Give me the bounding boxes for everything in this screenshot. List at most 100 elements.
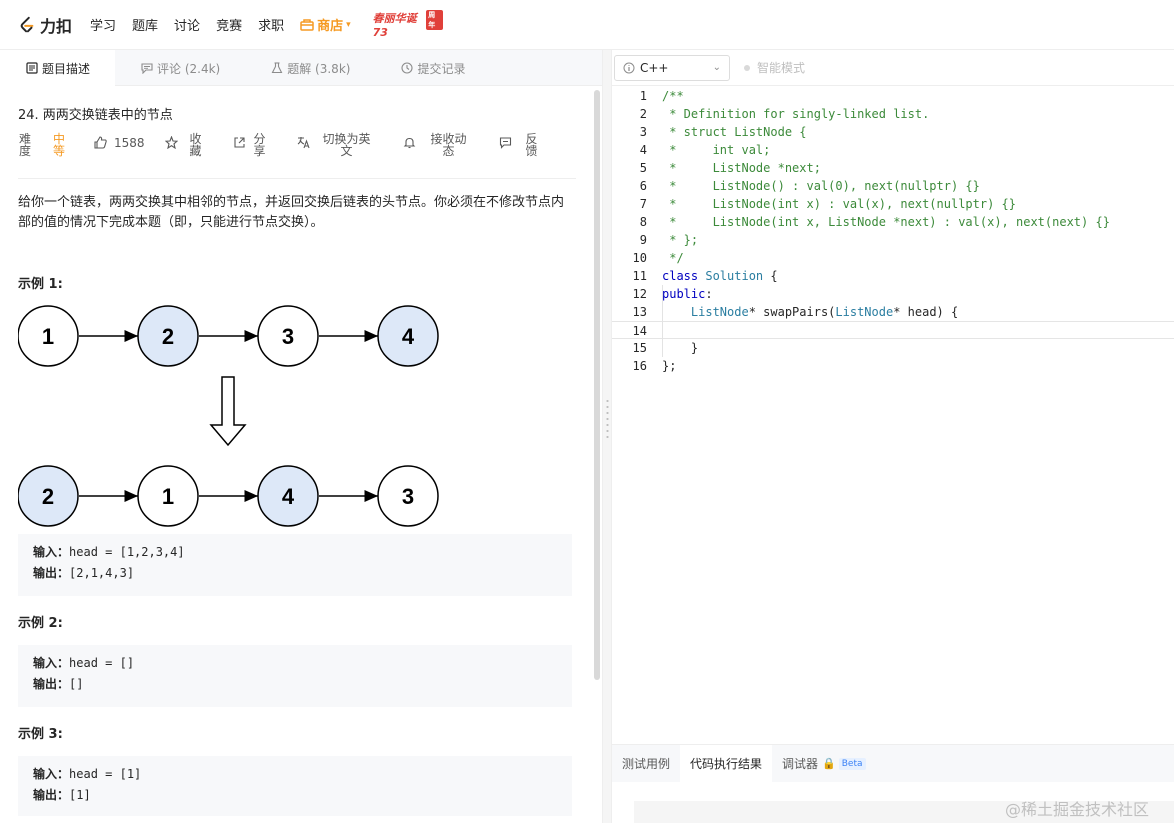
tab-debugger[interactable]: 调试器 🔒 Beta: [772, 745, 875, 783]
notify-button[interactable]: 接收动态: [403, 133, 469, 157]
clock-icon: [400, 62, 413, 75]
line-number: 6: [639, 179, 647, 193]
code-text: class Solution {: [662, 269, 778, 283]
tab-testcase[interactable]: 测试用例: [612, 745, 680, 783]
tab-label: 评论 (2.4k): [157, 61, 221, 76]
problem-meta-bar: 难度 中等 1588 收藏 分享 切换为英文: [18, 133, 576, 163]
code-line[interactable]: 13 ListNode* swapPairs(ListNode* head) {: [612, 303, 1174, 321]
tab-label: 代码执行结果: [690, 757, 763, 771]
code-text: */: [662, 251, 684, 265]
code-line[interactable]: 2 * Definition for singly-linked list.: [612, 105, 1174, 123]
difficulty-value: 中等: [52, 132, 65, 158]
example-2-output: []: [69, 677, 84, 691]
example-2-input: head = []: [69, 656, 135, 670]
logo-text: 力扣: [40, 16, 73, 36]
favorite-button[interactable]: 收藏: [164, 133, 203, 157]
like-button[interactable]: 1588: [94, 133, 145, 150]
problem-title: 24. 两两交换链表中的节点: [18, 108, 173, 123]
nav-jobs[interactable]: 求职: [258, 19, 285, 34]
tab-submissions[interactable]: 提交记录: [375, 50, 490, 86]
example-2-title: 示例 2:: [18, 616, 63, 631]
example-1-box: 输入：head = [1,2,3,4] 输出：[2,1,4,3]: [18, 534, 572, 596]
info-icon: [623, 62, 635, 73]
promo-banner[interactable]: 春丽华诞73 周年: [373, 9, 443, 39]
line-number: 9: [639, 233, 647, 247]
nav-problems[interactable]: 题库: [132, 19, 159, 34]
code-text: * };: [662, 233, 699, 247]
code-line[interactable]: 3 * struct ListNode {: [612, 123, 1174, 141]
tab-solutions[interactable]: 题解 (3.8k): [245, 50, 375, 86]
bottom-node-1: [18, 465, 79, 527]
nav-store[interactable]: 商店 ▾: [300, 15, 351, 34]
switch-language-button[interactable]: 切换为英文: [297, 133, 373, 157]
logo[interactable]: 力扣: [18, 13, 72, 37]
line-number: 5: [639, 161, 647, 175]
code-line[interactable]: 5 * ListNode *next;: [612, 159, 1174, 177]
bottom-node-3: [257, 465, 319, 527]
tab-description[interactable]: 题目描述: [0, 50, 116, 86]
code-line[interactable]: 14: [612, 321, 1174, 339]
description-scrollbar[interactable]: [594, 90, 600, 680]
share-label: 分享: [253, 132, 266, 158]
top-node-label-4: 4: [402, 324, 415, 349]
bottom-node-label-3: 4: [282, 484, 295, 509]
output-label: 输出：: [33, 566, 70, 580]
example-3-box: 输入：head = [1] 输出：[1]: [18, 756, 572, 816]
code-text: * ListNode(int x) : val(x), next(nullptr…: [662, 197, 1017, 211]
code-line[interactable]: 9 * };: [612, 231, 1174, 249]
tab-run-result[interactable]: 代码执行结果: [680, 744, 773, 783]
lock-icon: 🔒: [822, 757, 836, 770]
top-node-label-2: 2: [162, 324, 174, 349]
code-line[interactable]: 8 * ListNode(int x, ListNode *next) : va…: [612, 213, 1174, 231]
tab-label: 题目描述: [42, 61, 91, 76]
line-number: 15: [632, 341, 647, 355]
nav-contest[interactable]: 竞赛: [216, 19, 243, 34]
code-text: }: [662, 341, 699, 355]
bottom-node-label-1: 2: [42, 484, 54, 509]
tab-label: 题解 (3.8k): [287, 61, 351, 76]
drag-handle-icon: [606, 398, 609, 442]
console-tabs: 测试用例 代码执行结果 调试器 🔒 Beta: [612, 744, 1174, 783]
line-number: 1: [639, 89, 647, 103]
difficulty-label: 难度: [18, 132, 31, 158]
example-1-output: [2,1,4,3]: [69, 566, 135, 580]
line-number: 4: [639, 143, 647, 157]
top-node-1: [18, 305, 79, 367]
code-line[interactable]: 1/**: [612, 87, 1174, 105]
language-select[interactable]: C++ ⌄: [614, 54, 730, 81]
code-line[interactable]: 10 */: [612, 249, 1174, 267]
code-line[interactable]: 16};: [612, 357, 1174, 375]
store-icon: [300, 18, 314, 31]
smart-mode-dot-icon: [744, 64, 750, 71]
difficulty: 难度 中等: [18, 133, 66, 157]
code-editor[interactable]: 1/**2 * Definition for singly-linked lis…: [612, 86, 1174, 744]
example-1-title: 示例 1:: [18, 277, 63, 292]
code-line[interactable]: 7 * ListNode(int x) : val(x), next(nullp…: [612, 195, 1174, 213]
down-arrow-icon: [209, 376, 247, 447]
top-node-3: [257, 305, 319, 367]
nav-learn[interactable]: 学习: [90, 19, 117, 34]
top-node-4: [377, 305, 439, 367]
code-line[interactable]: 4 * int val;: [612, 141, 1174, 159]
line-number: 12: [632, 287, 647, 301]
input-label: 输入：: [33, 545, 70, 559]
feedback-button[interactable]: 反馈: [499, 133, 539, 157]
feedback-icon: [499, 136, 513, 150]
code-line[interactable]: 6 * ListNode() : val(0), next(nullptr) {…: [612, 177, 1174, 195]
top-navbar: 力扣 学习 题库 讨论 竞赛 求职 商店 ▾ 春丽华诞73 周年: [0, 0, 1174, 50]
tab-comments[interactable]: 评论 (2.4k): [115, 50, 245, 86]
smart-mode-toggle[interactable]: 智能模式: [744, 59, 805, 76]
share-button[interactable]: 分享: [233, 133, 267, 157]
switch-language-label: 切换为英文: [322, 132, 371, 158]
flask-icon: [270, 62, 283, 75]
thumbs-up-icon: [94, 136, 108, 150]
output-label: 输出：: [33, 788, 70, 802]
code-line[interactable]: 15 }: [612, 339, 1174, 357]
nav-discuss[interactable]: 讨论: [174, 19, 201, 34]
code-text: * struct ListNode {: [662, 125, 807, 139]
output-label: 输出：: [33, 677, 70, 691]
line-number: 8: [639, 215, 647, 229]
